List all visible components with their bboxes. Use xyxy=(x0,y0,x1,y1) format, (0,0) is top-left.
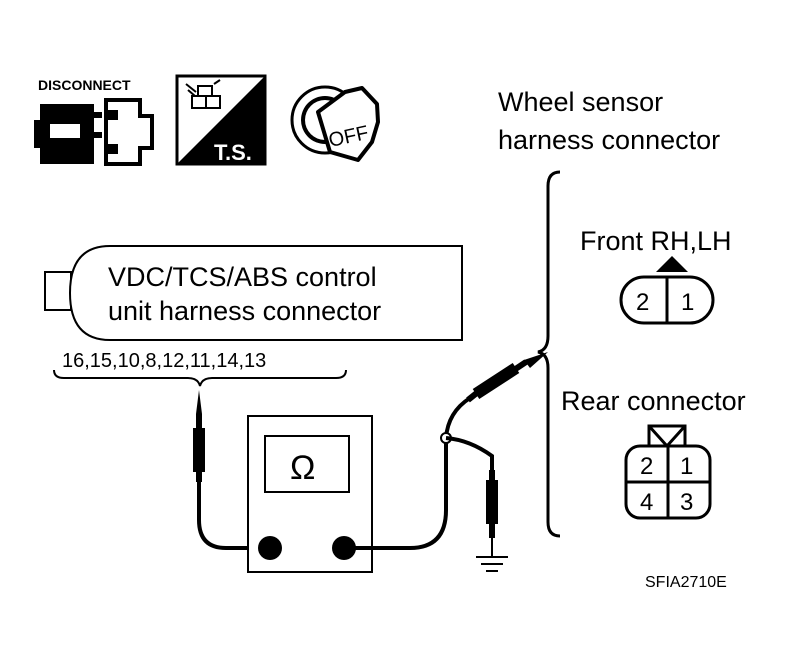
control-unit-connector: VDC/TCS/ABS control unit harness connect… xyxy=(44,245,463,341)
right-test-probe xyxy=(444,352,548,439)
disconnect-label: DISCONNECT xyxy=(38,77,131,93)
left-test-probe xyxy=(193,390,205,482)
ground-symbol-icon xyxy=(476,556,508,572)
test-step-icon: T.S. xyxy=(175,74,267,166)
rear-pin-2: 2 xyxy=(640,453,653,480)
right-probe-lead xyxy=(344,438,448,550)
wheel-sensor-title-line1: Wheel sensor xyxy=(498,87,663,117)
left-probe-lead xyxy=(197,482,270,550)
front-pin-1: 1 xyxy=(681,289,694,316)
rear-pin-3: 3 xyxy=(680,489,693,516)
ignition-key-off-icon: OFF xyxy=(290,85,380,162)
terminal-bracket xyxy=(53,369,347,387)
control-unit-label-line1: VDC/TCS/ABS control xyxy=(108,262,377,292)
front-connector: 2 1 xyxy=(619,256,715,325)
ts-label: T.S. xyxy=(214,140,252,165)
front-pin-2: 2 xyxy=(636,289,649,316)
meter-terminal-left xyxy=(258,536,282,560)
wheel-sensor-bracket xyxy=(537,170,561,538)
figure-code: SFIA2710E xyxy=(645,574,727,591)
control-unit-label-line2: unit harness connector xyxy=(108,296,381,326)
ground-test-probe xyxy=(486,470,498,556)
disconnect-connector-icon: DISCONNECT xyxy=(34,77,154,166)
rear-connector-label: Rear connector xyxy=(561,386,746,416)
terminal-list: 16,15,10,8,12,11,14,13 xyxy=(62,350,266,372)
rear-pin-1: 1 xyxy=(680,453,693,480)
rear-connector: 2 1 4 3 xyxy=(624,424,712,520)
wheel-sensor-title-line2: harness connector xyxy=(498,125,720,155)
rear-pin-4: 4 xyxy=(640,489,653,516)
ground-lead xyxy=(445,436,494,478)
ohm-symbol: Ω xyxy=(290,449,315,487)
front-connector-label: Front RH,LH xyxy=(580,226,732,256)
